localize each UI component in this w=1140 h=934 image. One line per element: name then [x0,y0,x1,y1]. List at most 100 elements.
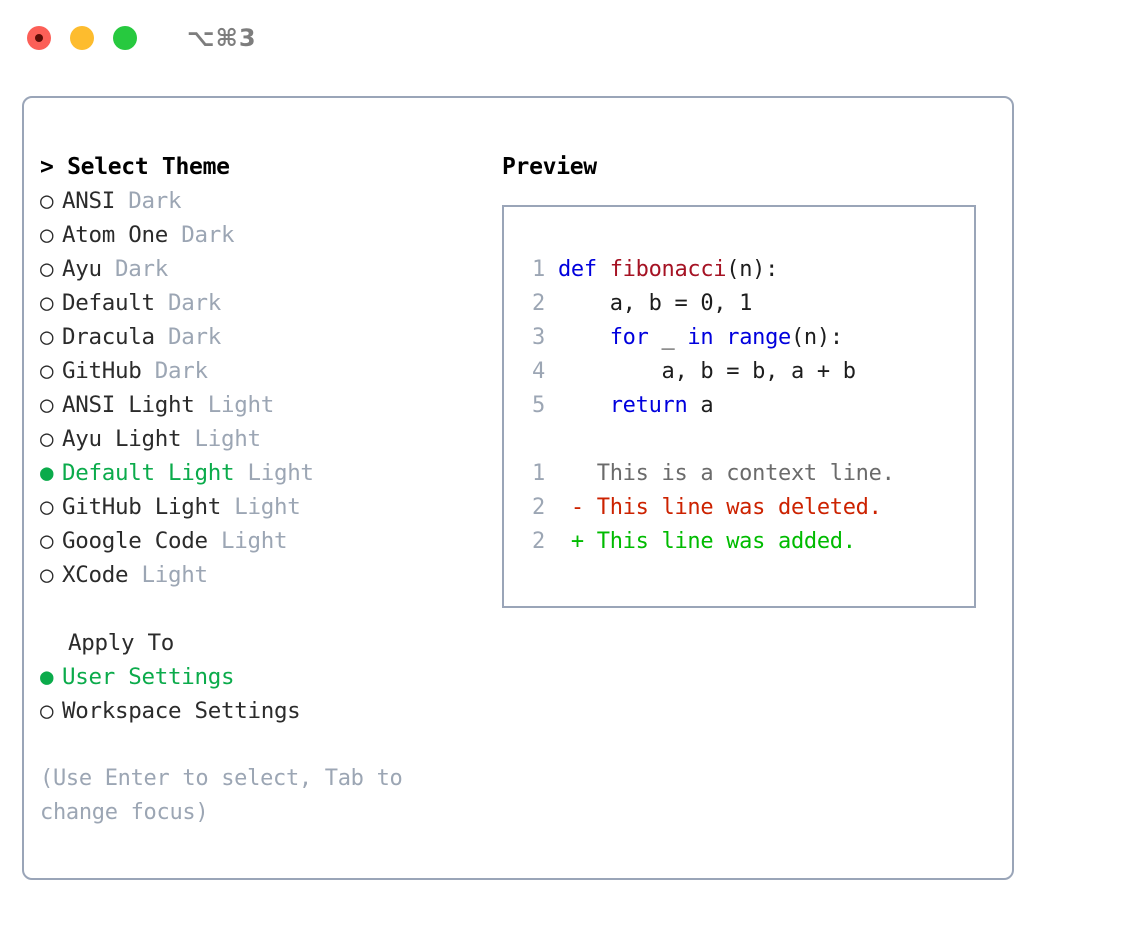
theme-picker-pane: > Select Theme ○ANSI Dark○Atom One Dark○… [24,98,502,878]
apply-to-label-text: User Settings [62,664,235,690]
theme-mode-tag: Light [207,528,288,554]
diff-text: This line was deleted. [596,495,882,520]
theme-name-label: Ayu Light [62,426,182,452]
apply-to-label-text: Workspace Settings [62,698,301,724]
hint-gap-spacer [40,728,502,762]
theme-mode-tag: Dark [141,358,208,384]
code-token: def [557,257,610,282]
code-token [558,325,610,350]
diff-marker: + [570,529,597,554]
diff-line: 1 This is a context line. [504,457,974,491]
theme-name-label: Dracula [62,324,155,350]
theme-list-item[interactable]: ○ ANSI Dark [40,184,502,218]
theme-list-item[interactable]: ○XCode Light [40,558,502,592]
code-token: for [609,325,649,350]
theme-list-item[interactable]: ○ Ayu Dark [40,252,502,286]
code-line: 5 return a [504,389,974,423]
radio-unselected-icon: ○ [40,426,54,452]
theme-name-label: ANSI Light [62,392,195,418]
code-text: a, b = 0, 1 [545,291,753,316]
theme-list-item[interactable]: ○ GitHub Dark [40,354,502,388]
theme-list-item[interactable]: ○ Dracula Dark [40,320,502,354]
line-number: 1 [532,257,545,282]
window-controls [27,26,137,50]
code-token: a, b = b, a + b [557,359,857,384]
code-token: (n): [790,325,843,350]
code-token: a, b = 0, 1 [557,291,753,316]
theme-list-item[interactable]: ○Ayu Light Light [40,422,502,456]
code-token: a [687,393,714,418]
theme-list-item[interactable]: ○GitHub Light Light [40,490,502,524]
theme-name-label: ANSI [62,188,115,214]
code-line: 1 def fibonacci(n): [504,253,974,287]
theme-mode-tag: Dark [154,324,221,350]
radio-unselected-icon: ○ [40,188,54,214]
list-gap-spacer [40,592,502,626]
code-text: def fibonacci(n): [545,257,778,282]
theme-list: ○ANSI Dark○Atom One Dark○Ayu Dark○Defaul… [40,184,502,592]
theme-name-label: Default [62,290,155,316]
radio-unselected-icon: ○ [40,222,54,248]
diff-line-number: 2 [532,495,545,520]
radio-unselected-icon: ○ [40,494,54,520]
theme-mode-tag: Light [128,562,208,588]
code-line: 4 a, b = b, a + b [504,355,974,389]
theme-name-label: GitHub Light [62,494,221,520]
diff-line-number: 1 [532,461,545,486]
code-token: fibonacci [609,257,727,282]
apply-to-item[interactable]: ● User Settings [40,660,502,694]
theme-mode-tag: Dark [115,188,182,214]
theme-mode-tag: Light [234,460,314,486]
radio-selected-icon: ● [40,460,54,486]
apply-to-item[interactable]: ○ Workspace Settings [40,694,502,728]
theme-name-label: Google Code [62,528,208,554]
radio-unselected-icon: ○ [40,562,54,588]
diff-line-number: 2 [532,529,545,554]
radio-unselected-icon: ○ [40,290,54,316]
line-number: 5 [532,393,545,418]
theme-mode-tag: Dark [154,290,221,316]
theme-name-label: GitHub [62,358,142,384]
code-text: a, b = b, a + b [545,359,857,384]
close-button-icon[interactable] [27,26,51,50]
code-text: for _ in range(n): [545,325,843,350]
radio-unselected-icon: ○ [40,392,54,418]
line-number: 3 [532,325,545,350]
radio-selected-icon: ● [40,664,54,690]
keyboard-shortcut-label: ⌥⌘3 [187,24,257,52]
theme-list-item[interactable]: ● Default Light Light [40,456,502,490]
theme-list-item[interactable]: ○Atom One Dark [40,218,502,252]
diff-marker [571,461,597,486]
theme-list-item[interactable]: ○ Google Code Light [40,524,502,558]
code-token: _ [648,325,688,350]
radio-unselected-icon: ○ [40,698,54,724]
title-bar: ⌥⌘3 [0,0,1140,76]
theme-mode-tag: Dark [167,222,235,248]
theme-name-label: Default Light [62,460,235,486]
line-number: 2 [532,291,545,316]
line-number: 4 [532,359,545,384]
radio-unselected-icon: ○ [40,256,54,282]
code-diff-separator [504,423,974,457]
code-line: 2 a, b = 0, 1 [504,287,974,321]
radio-unselected-icon: ○ [40,324,54,350]
code-token: in range [687,325,791,350]
theme-mode-tag: Dark [101,256,168,282]
code-token: (n): [726,257,779,282]
preview-pane: Preview 1 def fibonacci(n):2 a, b = 0, 1… [502,98,1012,878]
code-text: return a [545,393,714,418]
maximize-button-icon[interactable] [113,26,137,50]
theme-list-item[interactable]: ○ Default Dark [40,286,502,320]
theme-list-item[interactable]: ○ANSI Light Light [40,388,502,422]
radio-unselected-icon: ○ [40,358,54,384]
diff-line: 2 + This line was added. [504,525,974,559]
minimize-button-icon[interactable] [70,26,94,50]
radio-unselected-icon: ○ [40,528,54,554]
code-token: return [609,393,688,418]
code-line: 3 for _ in range(n): [504,321,974,355]
theme-name-label: Ayu [62,256,102,282]
diff-text: This line was added. [596,529,856,554]
preview-title: Preview [502,154,597,180]
